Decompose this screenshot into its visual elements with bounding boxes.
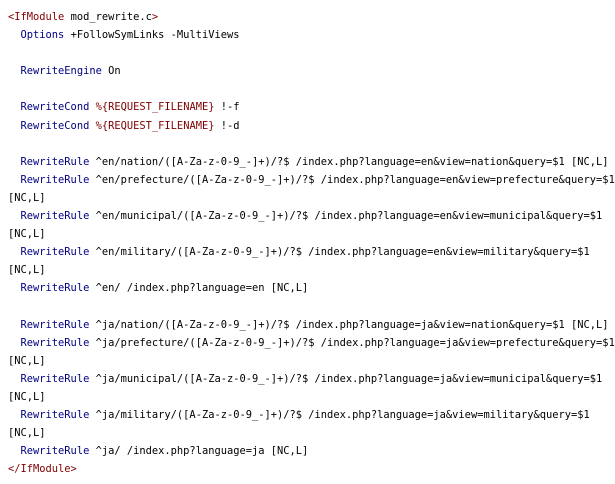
code-line: </IfModule>: [8, 460, 600, 478]
code-line: [8, 135, 600, 153]
text-token: ^ja/ /index.php?language=ja [NC,L]: [89, 445, 309, 458]
directive-token: RewriteRule: [20, 445, 90, 458]
text-token: ^en/ /index.php?language=en [NC,L]: [89, 282, 309, 295]
text-token: [8, 445, 21, 457]
text-token: mod_rewrite.c: [64, 11, 152, 23]
code-line: RewriteRule ^ja/nation/([A-Za-z-0-9_-]+)…: [8, 316, 609, 334]
text-token: [8, 174, 21, 186]
code-line: Options +FollowSymLinks -MultiViews: [8, 26, 600, 44]
text-token: [NC,L]: [8, 427, 46, 440]
text-token: [NC,L]: [8, 354, 46, 367]
variable-token: %{REQUEST_FILENAME}: [95, 101, 215, 114]
code-line: [NC,L]: [8, 261, 600, 279]
code-line: [NC,L]: [8, 388, 600, 406]
code-line: RewriteCond %{REQUEST_FILENAME} !-d: [8, 117, 600, 135]
text-token: [8, 65, 21, 77]
text-token: On: [101, 65, 121, 78]
code-line: RewriteRule ^en/ /index.php?language=en …: [8, 279, 600, 297]
code-line: RewriteRule ^en/nation/([A-Za-z-0-9_-]+)…: [8, 153, 609, 171]
text-token: ^ja/military/([A-Za-z-0-9_-]+)/?$ /index…: [89, 409, 590, 422]
text-token: [NC,L]: [8, 228, 46, 241]
directive-token: RewriteEngine: [20, 65, 102, 78]
text-token: ^en/nation/([A-Za-z-0-9_-]+)/?$ /index.p…: [89, 155, 609, 168]
tag-token: </IfModule>: [8, 463, 77, 476]
text-token: [NC,L]: [8, 191, 46, 204]
text-token: +FollowSymLinks -MultiViews: [64, 29, 240, 42]
text-token: ^ja/prefecture/([A-Za-z-0-9_-]+)/?$ /ind…: [89, 336, 615, 349]
text-token: [NC,L]: [8, 264, 46, 277]
code-line: RewriteRule ^en/municipal/([A-Za-z-0-9_-…: [8, 207, 603, 225]
text-token: [8, 156, 21, 168]
text-token: [8, 319, 21, 331]
text-token: [8, 246, 21, 258]
code-line: RewriteRule ^en/military/([A-Za-z-0-9_-]…: [8, 243, 600, 261]
text-token: [8, 101, 21, 113]
code-line: RewriteEngine On: [8, 62, 600, 80]
directive-token: RewriteRule: [20, 336, 90, 349]
text-token: [8, 120, 21, 132]
text-token: [8, 282, 21, 294]
directive-token: RewriteRule: [20, 282, 90, 295]
directive-token: RewriteRule: [20, 409, 90, 422]
directive-token: RewriteCond: [20, 119, 90, 132]
code-line: [8, 80, 600, 98]
directive-token: RewriteRule: [20, 210, 90, 223]
text-token: [8, 409, 21, 421]
directive-token: Options: [20, 29, 65, 42]
code-line: RewriteRule ^ja/military/([A-Za-z-0-9_-]…: [8, 406, 600, 424]
text-token: [8, 29, 21, 41]
code-line: RewriteRule ^ja/municipal/([A-Za-z-0-9_-…: [8, 370, 603, 388]
directive-token: RewriteRule: [20, 318, 90, 331]
text-token: [8, 337, 21, 349]
text-token: [8, 210, 21, 222]
code-line: [NC,L]: [8, 424, 600, 442]
code-line: [8, 298, 600, 316]
code-line: <IfModule mod_rewrite.c>: [8, 8, 600, 26]
text-token: [NC,L]: [8, 390, 46, 403]
variable-token: %{REQUEST_FILENAME}: [95, 119, 215, 132]
code-line: [8, 44, 600, 62]
text-token: [8, 373, 21, 385]
text-token: !-d: [214, 119, 240, 132]
code-line: RewriteRule ^ja/ /index.php?language=ja …: [8, 442, 600, 460]
code-line: RewriteCond %{REQUEST_FILENAME} !-f: [8, 98, 600, 116]
code-line: [NC,L]: [8, 189, 600, 207]
directive-token: RewriteRule: [20, 246, 90, 259]
text-token: ^ja/municipal/([A-Za-z-0-9_-]+)/?$ /inde…: [89, 372, 603, 385]
directive-token: RewriteRule: [20, 155, 90, 168]
code-line: [NC,L]: [8, 225, 600, 243]
directive-token: RewriteCond: [20, 101, 90, 114]
code-line: [NC,L]: [8, 352, 600, 370]
text-token: !-f: [214, 101, 240, 114]
tag-token: >: [151, 11, 159, 23]
text-token: ^en/military/([A-Za-z-0-9_-]+)/?$ /index…: [89, 246, 590, 259]
text-token: ^en/municipal/([A-Za-z-0-9_-]+)/?$ /inde…: [89, 210, 603, 223]
directive-token: RewriteRule: [20, 173, 90, 186]
code-line: RewriteRule ^en/prefecture/([A-Za-z-0-9_…: [8, 171, 615, 189]
code-line: RewriteRule ^ja/prefecture/([A-Za-z-0-9_…: [8, 334, 615, 352]
text-token: ^en/prefecture/([A-Za-z-0-9_-]+)/?$ /ind…: [89, 173, 615, 186]
tag-token: <IfModule: [8, 11, 65, 23]
text-token: ^ja/nation/([A-Za-z-0-9_-]+)/?$ /index.p…: [89, 318, 609, 331]
directive-token: RewriteRule: [20, 372, 90, 385]
